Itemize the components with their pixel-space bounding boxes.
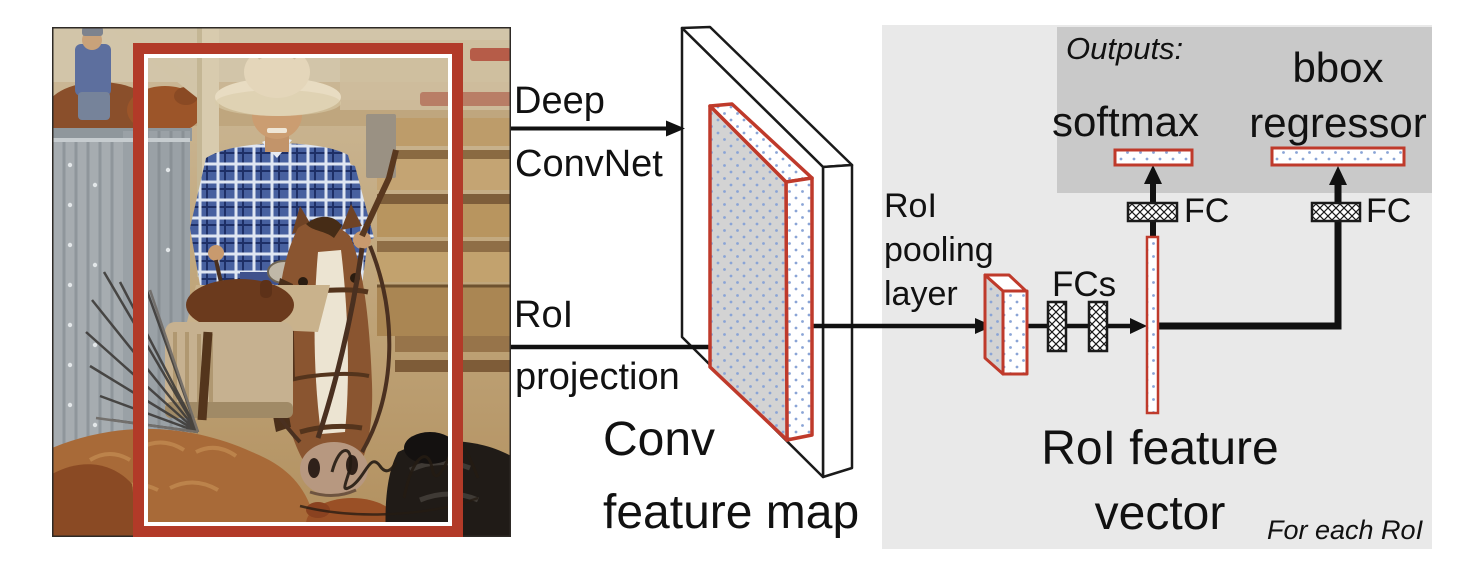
vector-to-bbox-arrow [1158, 166, 1347, 330]
reins [315, 247, 365, 439]
pool-to-vector-arrow [1020, 318, 1147, 334]
input-photo [52, 27, 511, 537]
outputs-label: Outputs: [1066, 31, 1184, 66]
convnet-label: ConvNet [515, 143, 663, 185]
fc-label-softmax: FC [1184, 192, 1230, 230]
roi-feature-vector-bar [1145, 235, 1160, 415]
bbox-output-bar [1270, 146, 1406, 167]
softmax-output-bar [1113, 148, 1194, 167]
softmax-label: softmax [1052, 98, 1200, 145]
feature-map-label: feature map [603, 486, 860, 539]
fc-box-softmax [1126, 201, 1179, 223]
red-rail-blur [470, 48, 511, 61]
fcs-label: FCs [1052, 265, 1117, 304]
fence-background [114, 27, 511, 372]
roi-region-on-feature-map [708, 102, 814, 442]
roi-bounding-box [133, 43, 463, 537]
roi-pooling-box [983, 273, 1029, 376]
roi-feature-vector-label: RoI feature vector [1041, 422, 1279, 540]
bbox-regressor-label: bbox regressor [1249, 44, 1427, 146]
roi-label: RoI [514, 294, 574, 336]
fc-box-bbox [1310, 201, 1362, 223]
conv-label: Conv [603, 413, 716, 466]
for-each-roi-label: For each RoI [1267, 515, 1424, 545]
saddle [165, 279, 330, 421]
fc-label-bbox: FC [1366, 192, 1412, 230]
deep-convnet-arrow [511, 120, 685, 137]
fc-layer-1 [1046, 300, 1068, 353]
roi-pooling-layer-label: RoI pooling layer [884, 187, 994, 313]
fc-layer-2 [1087, 300, 1109, 353]
projection-label: projection [515, 356, 680, 398]
deep-label: Deep [514, 80, 605, 122]
